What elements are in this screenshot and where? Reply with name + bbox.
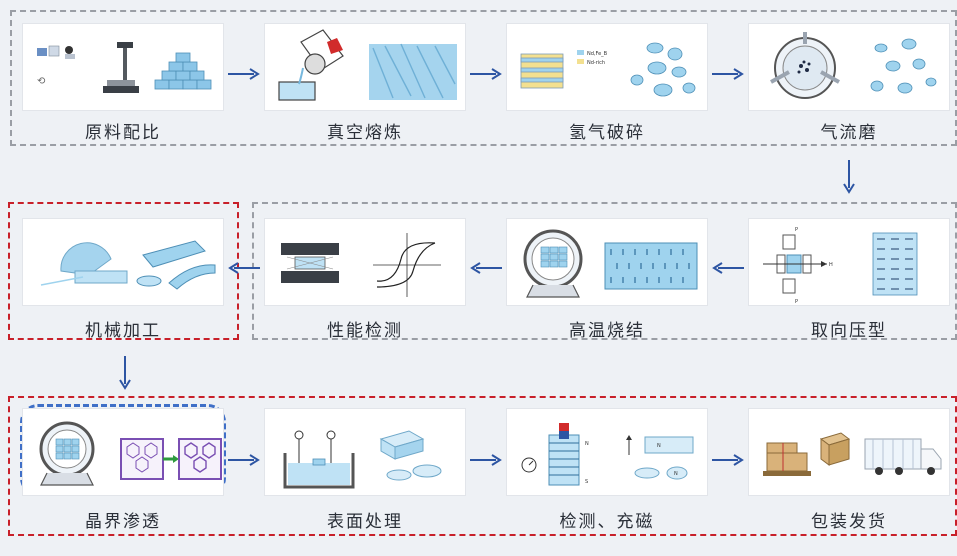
step-card-oriented-pressing: P P H — [748, 218, 950, 306]
step-label-grain-boundary-diffusion: 晶界渗透 — [85, 512, 161, 532]
magnetizing-illustration: N S N N — [521, 423, 694, 486]
step-card-vacuum-melting — [264, 23, 466, 111]
melting-furnace-illustration — [278, 29, 457, 101]
legend-ndfeb: Nd,Fe_B — [587, 51, 608, 57]
step-label-sintering: 高温烧结 — [569, 321, 645, 341]
step-card-machining — [22, 218, 224, 306]
arrow-right-2 — [470, 68, 502, 80]
step-card-raw-material: ⟲ — [22, 23, 224, 111]
step-card-sintering — [506, 218, 708, 306]
magnet-block-north-label: N — [657, 443, 661, 449]
step-label-inspection-magnetizing: 检测、充磁 — [559, 512, 655, 532]
step-label-machining: 机械加工 — [85, 321, 161, 341]
press-label-top: P — [795, 227, 798, 233]
row2-process-frame — [252, 202, 957, 340]
step-label-vacuum-melting: 真空熔炼 — [327, 123, 403, 143]
step-card-hydrogen-decrepitation: Nd,Fe_B Nd-rich — [506, 23, 708, 111]
arrow-down-1 — [843, 160, 855, 194]
step-card-jet-milling — [748, 23, 950, 111]
arrow-right-4 — [228, 454, 260, 466]
surface-coating-illustration — [283, 430, 442, 489]
sintering-furnace-illustration — [523, 229, 698, 298]
step-card-grain-boundary-diffusion — [22, 408, 224, 496]
step-card-inspection-magnetizing: N S N N — [506, 408, 708, 496]
legend-nd-rich: Nd-rich — [587, 60, 605, 66]
step-card-surface-treatment — [264, 408, 466, 496]
svg-text:⟲: ⟲ — [37, 76, 46, 87]
grain-boundary-diffusion-illustration — [39, 421, 222, 486]
press-label-field: H — [829, 262, 833, 268]
step-label-jet-milling: 气流磨 — [820, 123, 878, 143]
packaging-truck-illustration — [763, 432, 942, 476]
machining-illustration — [40, 240, 216, 290]
hysteresis-test-illustration — [281, 233, 441, 297]
arrow-left-1 — [712, 262, 744, 274]
step-label-packaging-shipping: 包装发货 — [811, 512, 887, 532]
arrow-right-5 — [470, 454, 502, 466]
arrow-right-6 — [712, 454, 744, 466]
press-label-bottom: P — [795, 299, 798, 305]
step-label-oriented-pressing: 取向压型 — [811, 321, 887, 341]
step-label-surface-treatment: 表面处理 — [327, 512, 403, 532]
magnet-disc-north-label: N — [674, 471, 678, 477]
step-label-hydrogen-decrepitation: 氢气破碎 — [569, 123, 645, 143]
machining-highlight-frame — [8, 202, 239, 340]
jet-mill-illustration — [770, 32, 937, 99]
scale-and-blocks-illustration: ⟲ — [37, 42, 212, 93]
arrow-right-1 — [228, 68, 260, 80]
row3-highlight-frame — [8, 396, 957, 536]
pole-label-south: S — [585, 479, 588, 485]
pole-label-north: N — [585, 441, 589, 447]
arrow-left-3 — [228, 262, 260, 274]
arrow-down-2 — [119, 356, 131, 390]
step-label-performance-testing: 性能检测 — [327, 321, 403, 341]
step-card-packaging-shipping — [748, 408, 950, 496]
hydrogen-decrepitation-illustration: Nd,Fe_B Nd-rich — [520, 42, 696, 97]
arrow-left-2 — [470, 262, 502, 274]
magnetic-pressing-illustration: P P H — [763, 227, 918, 305]
row1-process-frame — [10, 10, 957, 146]
arrow-right-3 — [712, 68, 744, 80]
step-label-raw-material: 原料配比 — [85, 123, 161, 143]
step-card-performance-testing — [264, 218, 466, 306]
